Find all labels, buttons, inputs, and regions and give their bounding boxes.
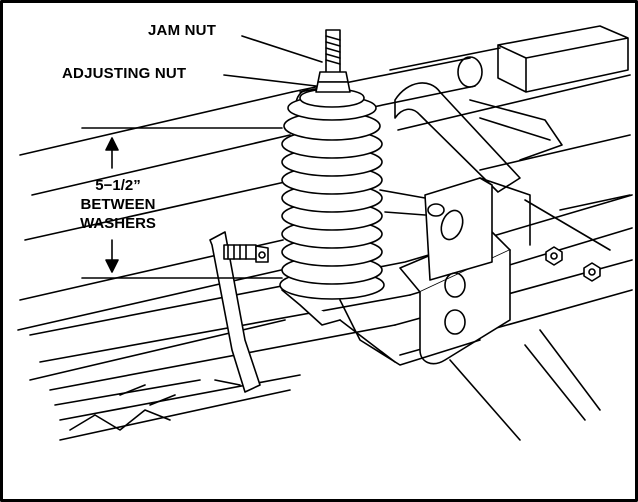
- block: [497, 25, 629, 93]
- beam-bolts: [545, 246, 601, 282]
- arm: [394, 82, 521, 193]
- dimension-value: 5−1/2”: [95, 177, 141, 194]
- clamp: [209, 231, 341, 393]
- jam-nut-label: JAM NUT: [148, 22, 217, 39]
- arm-strap: [469, 99, 563, 161]
- bolt-assembly: [315, 29, 351, 93]
- dimension-between: BETWEEN: [80, 196, 156, 213]
- adjusting-nut-label: ADJUSTING NUT: [62, 65, 187, 82]
- mounting-bracket: [339, 177, 611, 366]
- coil-spring: [279, 95, 385, 300]
- spring-top-washer: [299, 88, 365, 108]
- dimension-markers: [81, 127, 283, 279]
- support-lines: [449, 329, 601, 441]
- dimension-label: 5−1/2” BETWEEN WASHERS: [72, 176, 164, 233]
- dimension-washers: WASHERS: [80, 215, 156, 232]
- jam-nut-leader: [241, 35, 323, 63]
- adjusting-nut-leader: [223, 74, 317, 87]
